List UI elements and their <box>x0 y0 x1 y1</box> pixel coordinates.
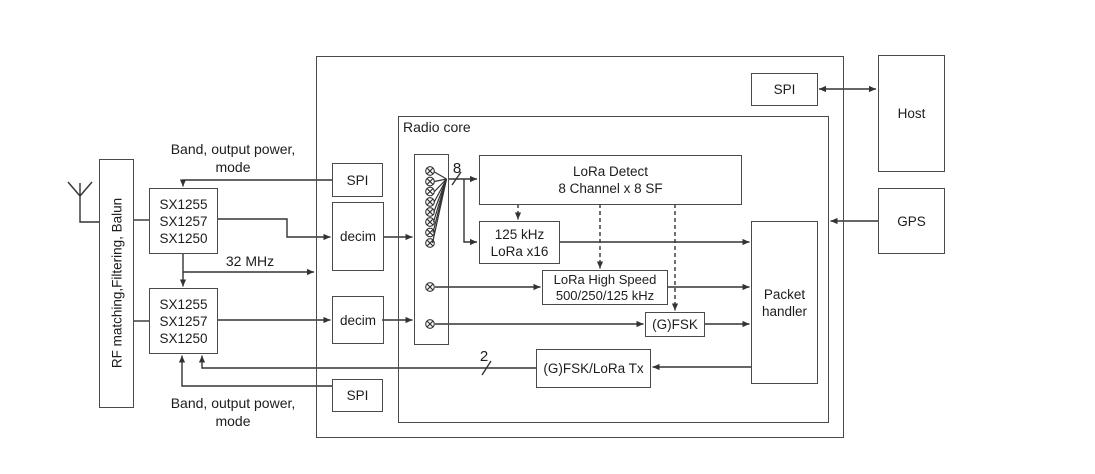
band-mode-label-top: Band, output power, mode <box>150 140 316 176</box>
band-mode-bottom-line2: mode <box>215 413 251 429</box>
lora-detect-line2: 8 Channel x 8 SF <box>558 181 663 196</box>
packet-handler-box: Packet handler <box>751 221 818 384</box>
host-box: Host <box>878 55 945 172</box>
mixer-icon <box>425 197 435 207</box>
clock-label: 32 MHz <box>225 253 275 269</box>
gps-label: GPS <box>897 213 926 229</box>
decim-a-box: decim <box>332 202 384 271</box>
packet-handler-line1: Packet <box>763 286 806 302</box>
mixer-icon <box>425 217 435 227</box>
radio-a-line2: SX1257 <box>159 213 208 229</box>
gfsk-box: (G)FSK <box>645 312 705 337</box>
mixer-icon <box>425 176 435 187</box>
packet-handler-line2: handler <box>761 303 808 319</box>
radio-a-box: SX1255 SX1257 SX1250 <box>149 188 218 254</box>
mixer-icon <box>425 207 435 217</box>
bus-width-slash <box>451 171 492 376</box>
decim-a-label: decim <box>339 229 376 244</box>
radio-b-line1: SX1255 <box>159 296 208 312</box>
decim-b-label: decim <box>339 312 376 328</box>
rf-frontend-label: RF matching,Filtering, Balun <box>109 197 125 369</box>
spi-host-box: SPI <box>751 73 818 106</box>
mixer-bank-box <box>414 154 449 345</box>
gfsk-label: (G)FSK <box>652 317 698 332</box>
spi-radio-a-label: SPI <box>346 172 369 188</box>
band-mode-bottom-line1: Band, output power, <box>170 395 296 411</box>
concentrator-chip-outline <box>316 56 844 438</box>
spi-radio-b-box: SPI <box>332 379 383 412</box>
mixer-icon <box>425 227 435 238</box>
radio-b-box: SX1255 SX1257 SX1250 <box>149 288 218 354</box>
radio-a-line3: SX1250 <box>159 230 208 246</box>
lora-125-line1: 125 kHz <box>494 226 545 242</box>
lora-detect-line1: LoRa Detect <box>572 164 649 179</box>
lora-125-line2: LoRa x16 <box>490 243 549 259</box>
mixer-bank <box>425 166 435 329</box>
band-mode-label-bottom: Band, output power, mode <box>150 394 316 430</box>
radio-b-line2: SX1257 <box>159 313 208 329</box>
radio-core-label: Radio core <box>403 119 471 135</box>
lora-125-box: 125 kHz LoRa x16 <box>479 221 560 264</box>
lora-high-speed-box: LoRa High Speed 500/250/125 kHz <box>542 270 668 305</box>
spi-radio-a-box: SPI <box>332 163 383 197</box>
lora-high-speed-line2: 500/250/125 kHz <box>555 287 655 303</box>
lora-high-speed-line1: LoRa High Speed <box>553 272 657 287</box>
mixer-icon <box>425 282 435 292</box>
gps-box: GPS <box>878 188 945 254</box>
band-mode-top-line1: Band, output power, <box>170 141 296 157</box>
decim-b-box: decim <box>332 296 384 344</box>
gfsk-lora-tx-label: (G)FSK/LoRa Tx <box>543 361 644 376</box>
lora-detect-box: LoRa Detect 8 Channel x 8 SF <box>479 155 742 205</box>
spi-radio-b-label: SPI <box>346 388 369 403</box>
mixer-icon <box>425 319 435 329</box>
host-label: Host <box>897 106 926 121</box>
rx-bus-width-label: 8 <box>452 160 462 177</box>
mixer-icon <box>425 186 435 197</box>
band-mode-top-line2: mode <box>215 159 251 175</box>
connector-lines <box>133 85 878 387</box>
spi-host-label: SPI <box>773 82 796 97</box>
rf-frontend-box <box>99 159 134 408</box>
mixer-icon <box>425 238 435 248</box>
radio-core-outline <box>398 116 829 423</box>
mixer-icon <box>425 166 435 176</box>
gfsk-lora-tx-box: (G)FSK/LoRa Tx <box>536 349 651 388</box>
radio-b-line3: SX1250 <box>159 330 208 346</box>
tx-bus-width-label: 2 <box>479 348 489 365</box>
antenna-icon <box>67 181 99 223</box>
radio-a-line1: SX1255 <box>159 196 208 212</box>
